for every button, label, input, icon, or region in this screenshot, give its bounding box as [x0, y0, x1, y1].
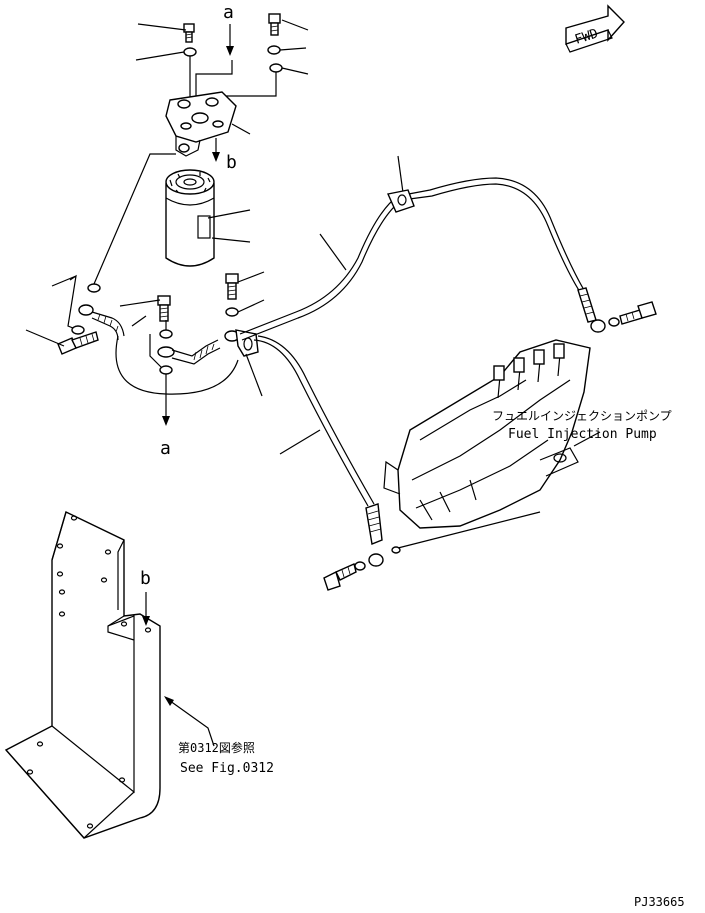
washer-left: [183, 47, 197, 57]
injection-pump-label-jp: フュエルインジェクションポンプ: [492, 409, 672, 423]
filter-head: [165, 91, 237, 157]
washer-right-1: [267, 45, 281, 55]
callout-a-top: a: [223, 2, 234, 23]
filter-head-bolt-right: [268, 13, 281, 36]
mounting-bracket: [4, 511, 161, 839]
bracket-reference-en: See Fig.0312: [180, 761, 274, 776]
eye-joint-left: [78, 304, 94, 316]
eye-joint-center: [157, 346, 175, 358]
banjo-bolt-lower: [323, 563, 357, 591]
hose-end-right: [577, 287, 597, 323]
leader-lines-top: [135, 19, 309, 75]
banjo-bolt-left: [57, 331, 99, 355]
eye-joint-lower: [368, 553, 384, 567]
fwd-label: FWD: [573, 26, 600, 48]
filter-head-bolt-left: [183, 23, 195, 43]
washer-right-2: [269, 63, 283, 73]
callout-b-filter: b: [226, 152, 237, 173]
callout-a-bottom: a: [160, 438, 171, 459]
hose-center: [171, 339, 221, 365]
hose-clip: [387, 189, 415, 213]
clamp: [235, 329, 259, 357]
banjo-bolt-right: [619, 301, 657, 325]
bracket-reference-jp: 第0312図参照: [178, 740, 255, 755]
drawing-number: PJ33665: [634, 895, 685, 908]
hose-end-lower: [365, 503, 383, 545]
injection-pump-label-en: Fuel Injection Pump: [508, 427, 657, 442]
eye-joint-right: [590, 319, 606, 333]
fuel-injection-pump: [383, 339, 591, 529]
fwd-arrow-icon: FWD: [565, 4, 625, 53]
callout-b-bracket: b: [140, 568, 151, 589]
fuel-filter-cartridge: [165, 169, 215, 267]
banjo-bolt-mid-right: [225, 273, 239, 300]
